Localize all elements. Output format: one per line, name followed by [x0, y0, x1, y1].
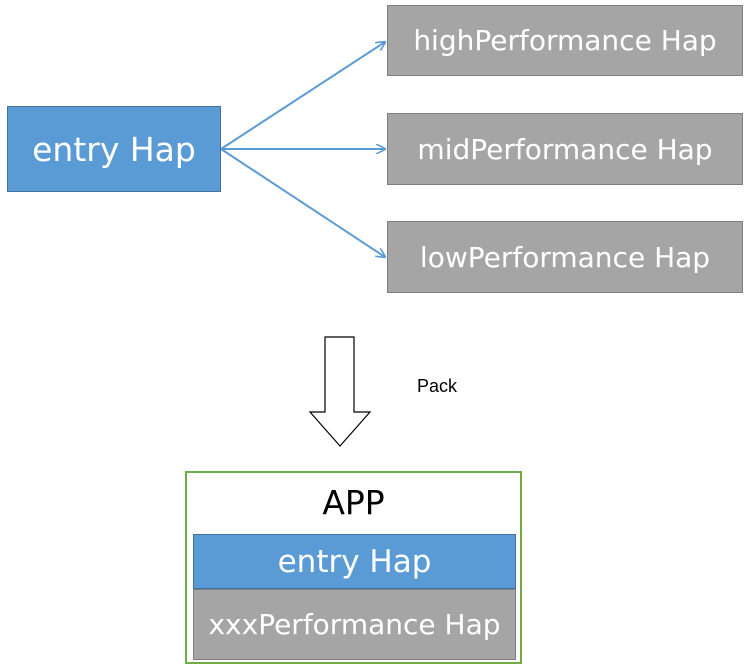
arrow-to-high [220, 42, 385, 150]
app-performance-hap-label: xxxPerformance Hap [208, 608, 501, 641]
high-performance-hap-label: highPerformance Hap [413, 24, 717, 57]
pack-label: Pack [417, 376, 458, 396]
mid-performance-hap-label: midPerformance Hap [417, 132, 713, 166]
low-performance-hap-label: lowPerformance Hap [419, 240, 711, 274]
entry-hap-box: entry Hap [7, 106, 221, 192]
app-title: APP [322, 483, 385, 522]
app-container: APP entry Hap xxxPerformance Hap [185, 471, 522, 664]
high-performance-hap-box: highPerformance Hap [387, 5, 743, 76]
entry-hap-label: entry Hap [32, 129, 196, 169]
arrow-to-low [220, 148, 385, 257]
low-performance-hap-box: lowPerformance Hap [387, 221, 743, 293]
app-performance-hap-box: xxxPerformance Hap [193, 589, 516, 660]
app-entry-hap-label: entry Hap [277, 543, 432, 580]
app-entry-hap-box: entry Hap [193, 534, 516, 589]
mid-performance-hap-box: midPerformance Hap [387, 113, 743, 185]
pack-down-arrow [308, 336, 372, 447]
